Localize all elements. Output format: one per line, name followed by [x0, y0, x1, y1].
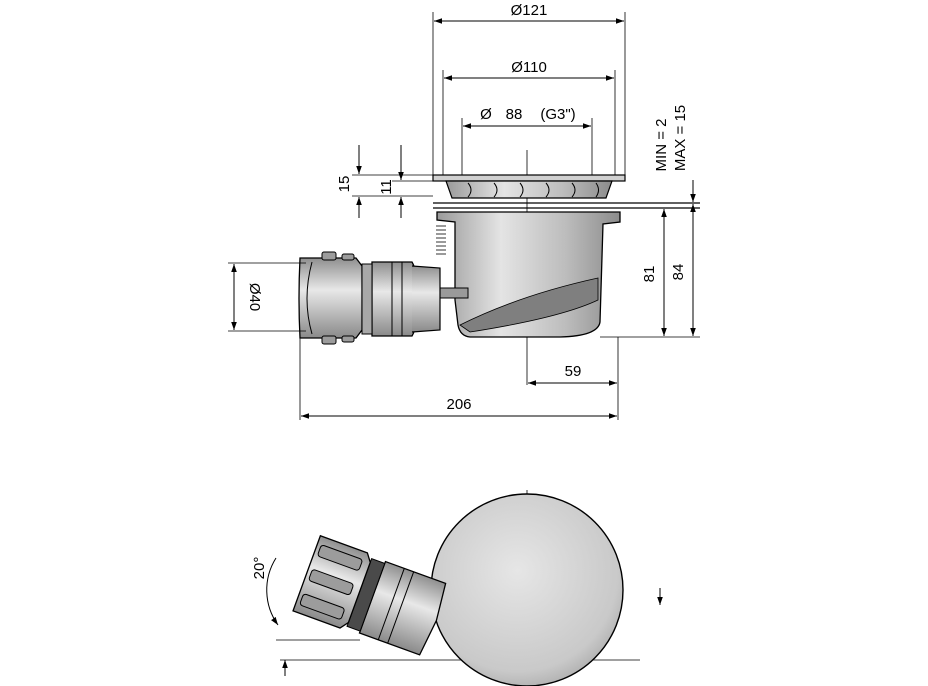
- dim-label-d121: Ø121: [511, 2, 548, 19]
- dim-label-angle-20: 20°: [251, 557, 268, 580]
- outlet-neck: [411, 265, 441, 333]
- label-max: MAX = 15: [672, 105, 689, 171]
- dim-label-d88-thread: (G3"): [540, 106, 575, 123]
- nut-edge: [306, 261, 313, 335]
- outlet-nut: [298, 257, 363, 339]
- body-serration: [436, 225, 446, 255]
- dim-label-d40: Ø40: [246, 283, 263, 311]
- angle-arc: [266, 557, 279, 626]
- label-min: MIN = 2: [653, 119, 670, 172]
- grate-ribs: [467, 182, 599, 198]
- flange-ring: [432, 174, 626, 182]
- outlet-bracket: [439, 287, 469, 299]
- plan-pipe-ring-2: [387, 571, 415, 644]
- dim-label-d88-symbol: Ø: [480, 106, 492, 123]
- nut-thread: [361, 263, 373, 335]
- dim-label-15: 15: [336, 176, 353, 193]
- dim-label-d110: Ø110: [511, 59, 547, 76]
- plan-view: 20°: [251, 490, 663, 686]
- nut-grips: [321, 251, 355, 345]
- dim-label-11: 11: [378, 179, 395, 195]
- side-view: Ø121 Ø110 Ø 88 (G3"): [228, 2, 700, 420]
- body-shadow: [459, 277, 599, 333]
- dim-label-81: 81: [641, 266, 658, 283]
- dim-label-59: 59: [565, 363, 582, 380]
- cover-disc: [430, 493, 624, 686]
- outlet-pipe: [371, 261, 419, 337]
- dim-label-84: 84: [670, 264, 687, 281]
- plan-pipe-ring-1: [377, 568, 405, 640]
- grate-collar: [445, 180, 613, 199]
- plan-outlet: [292, 534, 447, 656]
- dim-label-d88-value: 88: [506, 106, 523, 123]
- dim-label-206: 206: [446, 396, 471, 413]
- plan-nut-grips: [299, 544, 363, 620]
